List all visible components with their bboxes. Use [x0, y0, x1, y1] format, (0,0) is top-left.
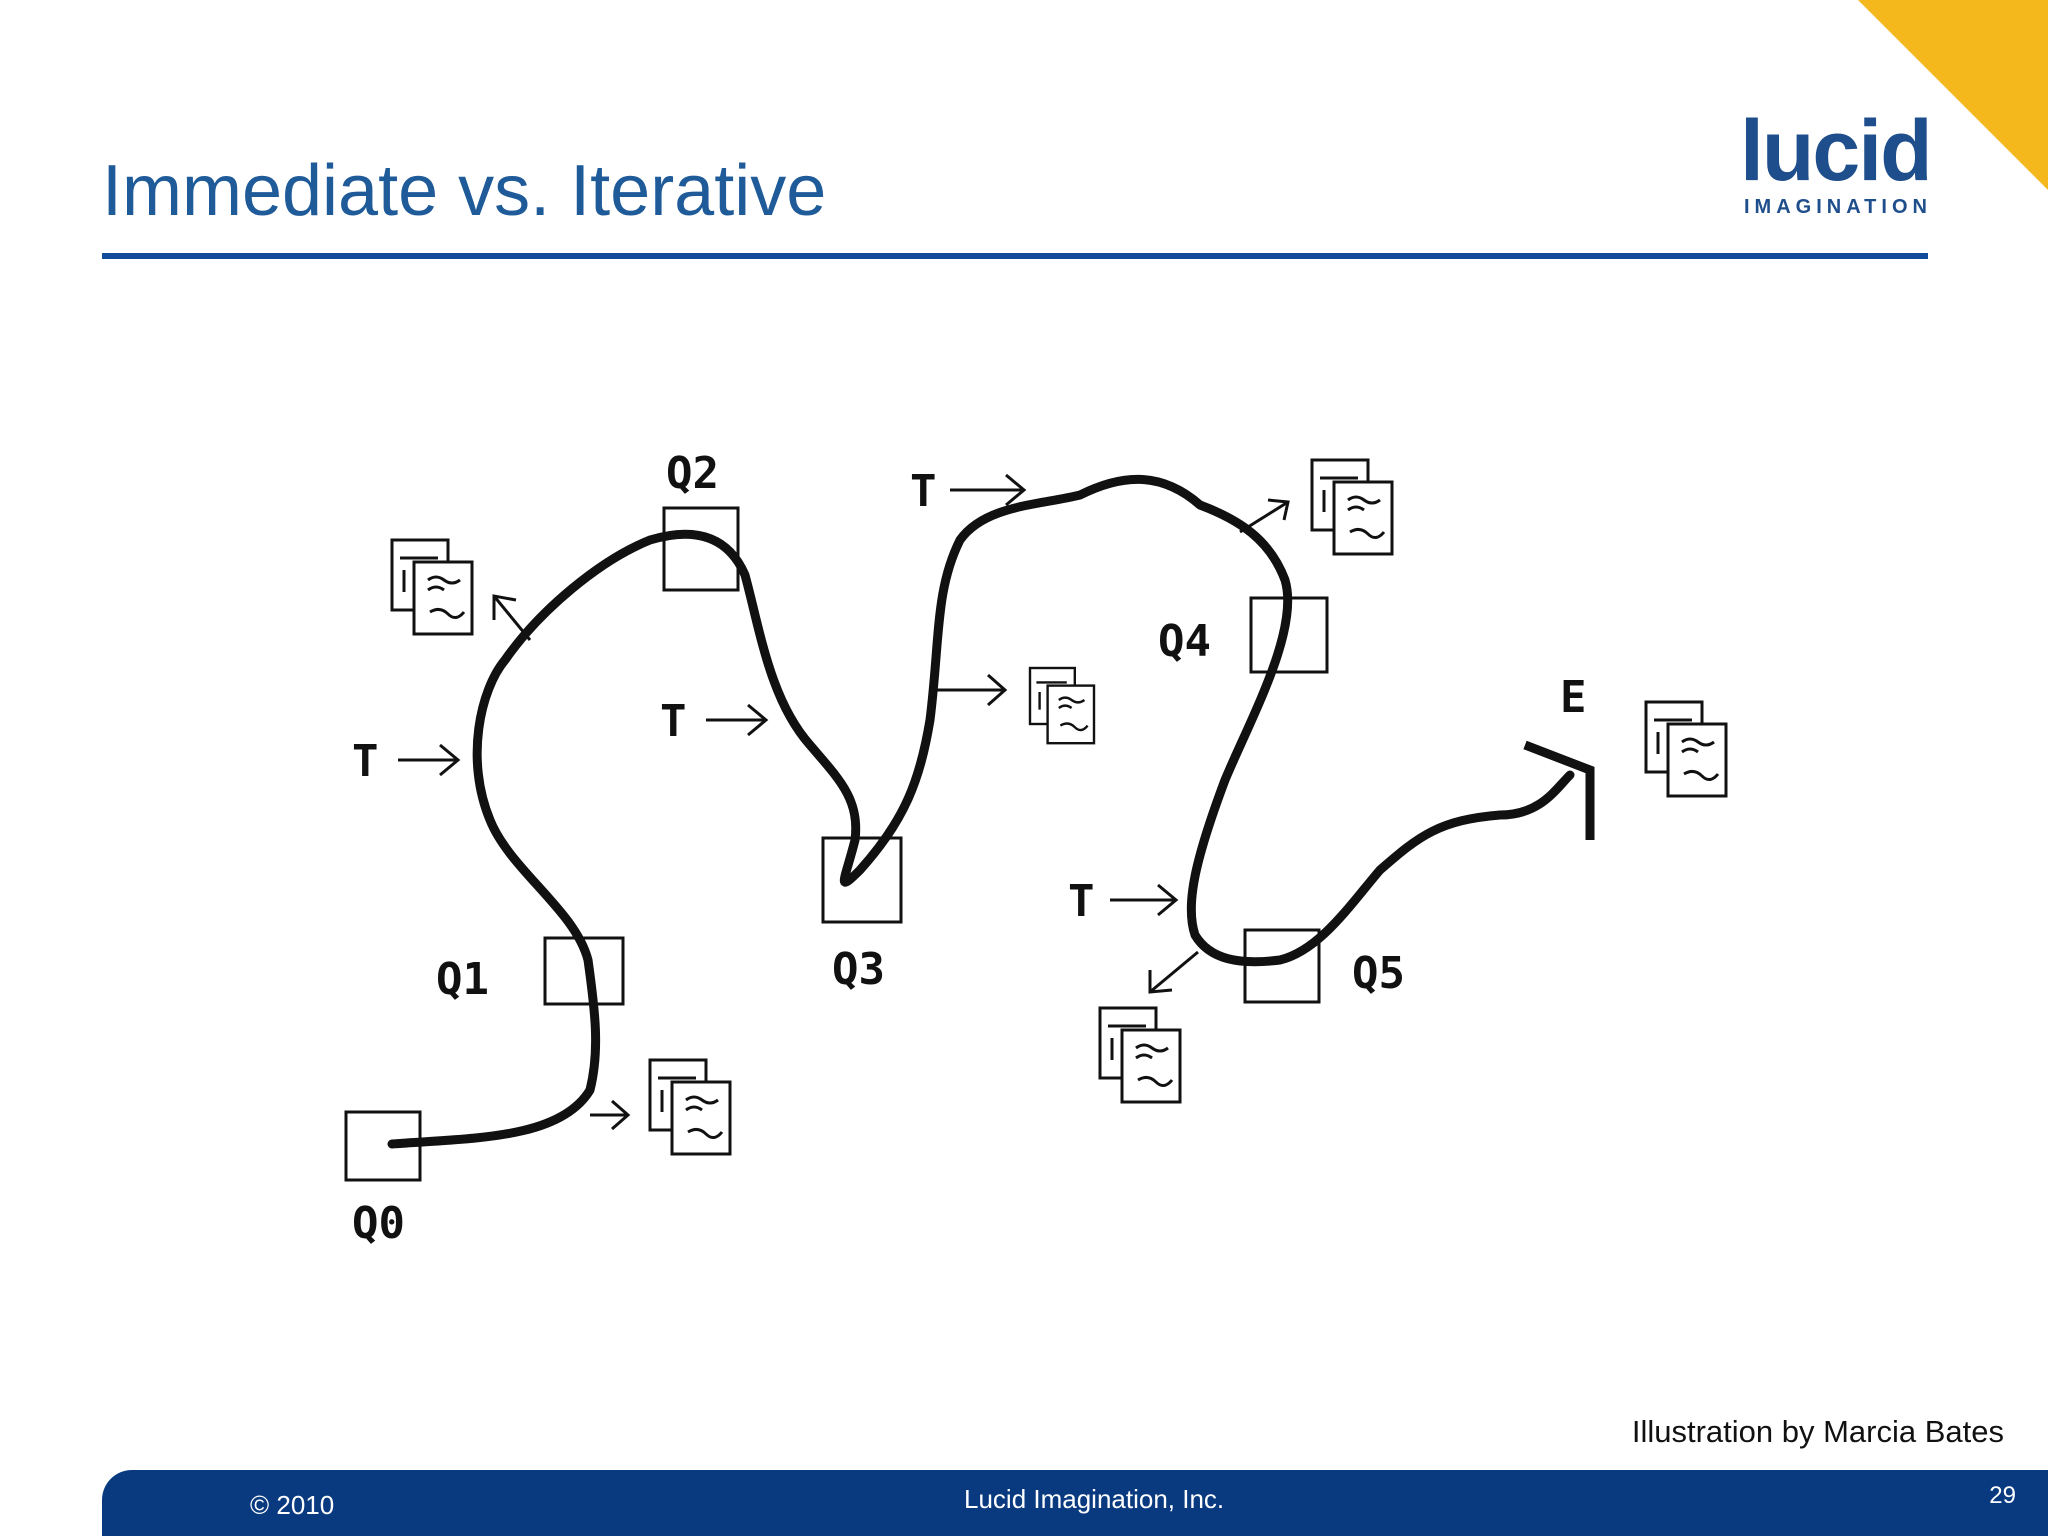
doc-arrow-icon [492, 594, 532, 641]
document-stack-icon [390, 538, 474, 636]
label-q1: Q1 [436, 954, 489, 1005]
document-stack-icon [1310, 458, 1394, 556]
label-q0: Q0 [352, 1198, 405, 1249]
lucid-logo: lucid IMAGINATION [1740, 103, 1933, 218]
doc-arrow-icon [1239, 498, 1290, 534]
slide-title: Immediate vs. Iterative [102, 151, 827, 231]
label-q5: Q5 [1352, 948, 1405, 999]
title-underline [102, 253, 1928, 259]
doc-arrow-icon [590, 1099, 631, 1131]
query-box-q1 [543, 936, 625, 1006]
label-q2: Q2 [666, 448, 719, 499]
label-q3: Q3 [832, 944, 885, 995]
footer-copyright: © 2010 [250, 1490, 335, 1520]
label-end: E [1560, 672, 1587, 723]
document-stack-icon [1028, 666, 1096, 745]
query-box-q3 [821, 836, 903, 924]
arrow-right-icon [1110, 883, 1179, 917]
thought-label: T [352, 736, 379, 787]
thought-marker-3: T [910, 466, 1027, 517]
thought-marker-1: T [352, 736, 461, 787]
arrow-right-icon [950, 473, 1027, 507]
footer-company: Lucid Imagination, Inc. [964, 1484, 1225, 1514]
label-q4: Q4 [1158, 616, 1211, 667]
footer-bar: © 2010 Lucid Imagination, Inc. 29 [102, 1470, 2048, 1536]
thought-label: T [660, 696, 687, 747]
thought-label: T [1068, 876, 1095, 927]
illustration-credit: Illustration by Marcia Bates [1631, 1414, 2004, 1449]
document-stack-icon [1098, 1006, 1182, 1104]
corner-accent [1858, 0, 2048, 190]
page-number: 29 [1989, 1482, 2016, 1509]
query-box-q4 [1249, 596, 1329, 674]
doc-arrow-icon [1148, 950, 1199, 994]
search-path [387, 474, 1575, 1149]
thought-marker-2: T [660, 696, 769, 747]
query-box-q2 [662, 506, 740, 592]
thought-label: T [910, 466, 937, 517]
logo-word: lucid [1740, 103, 1933, 199]
arrow-right-icon [706, 703, 769, 737]
document-stack-icon [1644, 700, 1728, 798]
end-arrowhead [1523, 740, 1595, 840]
thought-marker-4: T [1068, 876, 1179, 927]
query-box-q0 [344, 1110, 422, 1182]
logo-subtitle: IMAGINATION [1744, 196, 1932, 218]
doc-arrow-icon [935, 673, 1008, 707]
query-box-q5 [1243, 928, 1321, 1004]
arrow-right-icon [398, 743, 461, 777]
document-stack-icon [648, 1058, 732, 1156]
